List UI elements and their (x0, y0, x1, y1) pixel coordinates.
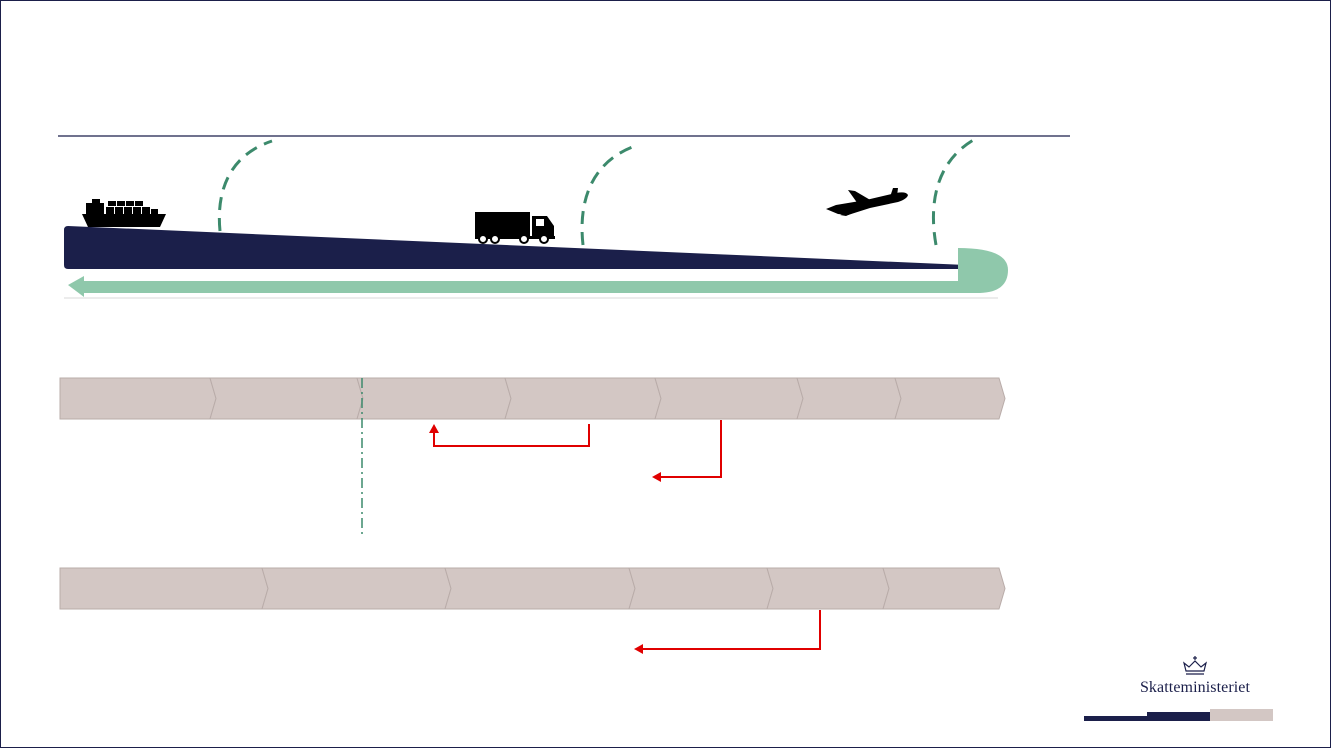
footer-bar-light (1210, 709, 1273, 721)
process-row-2-stage-5 (766, 567, 890, 610)
process-row-2-stage-6 (882, 567, 1006, 610)
airplane-icon (826, 188, 908, 216)
red-return-arrow-3 (643, 610, 821, 650)
red-return-arrow-2 (661, 420, 722, 478)
process-row-2-stage-2 (261, 567, 452, 610)
footer-bar-navy-1 (1084, 716, 1147, 721)
process-row-1-stage-1 (59, 377, 217, 420)
process-row-2 (59, 567, 1006, 610)
red-return-arrow-1 (433, 424, 590, 447)
ship-icon (82, 199, 166, 227)
crown-icon (1182, 656, 1208, 675)
dashed-arc-plane (932, 137, 976, 246)
red-arrowhead-3 (634, 644, 643, 654)
process-row-1-stage-5 (654, 377, 804, 420)
red-arrowhead-2 (652, 472, 661, 482)
process-row-1-stage-3 (356, 377, 512, 420)
footer-bar-navy-2 (1147, 712, 1210, 721)
process-row-1-stage-4 (504, 377, 662, 420)
dashed-arc-truck (580, 143, 639, 246)
process-row-1-stage-2 (209, 377, 364, 420)
process-row-1-stage-6 (796, 377, 902, 420)
brand-logo: Skatteministeriet (1120, 655, 1270, 697)
return-arrow (68, 248, 1008, 297)
brand-name: Skatteministeriet (1139, 679, 1251, 696)
dashed-arc-ship (217, 139, 273, 232)
truck-icon (475, 212, 555, 244)
process-row-2-stage-3 (444, 567, 636, 610)
wedge-bar (64, 226, 966, 269)
process-row-1-stage-7 (894, 377, 1006, 420)
process-row-2-stage-1 (59, 567, 269, 610)
process-row-2-stage-4 (628, 567, 774, 610)
red-arrowhead-1 (429, 424, 439, 433)
process-row-1 (59, 377, 1006, 420)
